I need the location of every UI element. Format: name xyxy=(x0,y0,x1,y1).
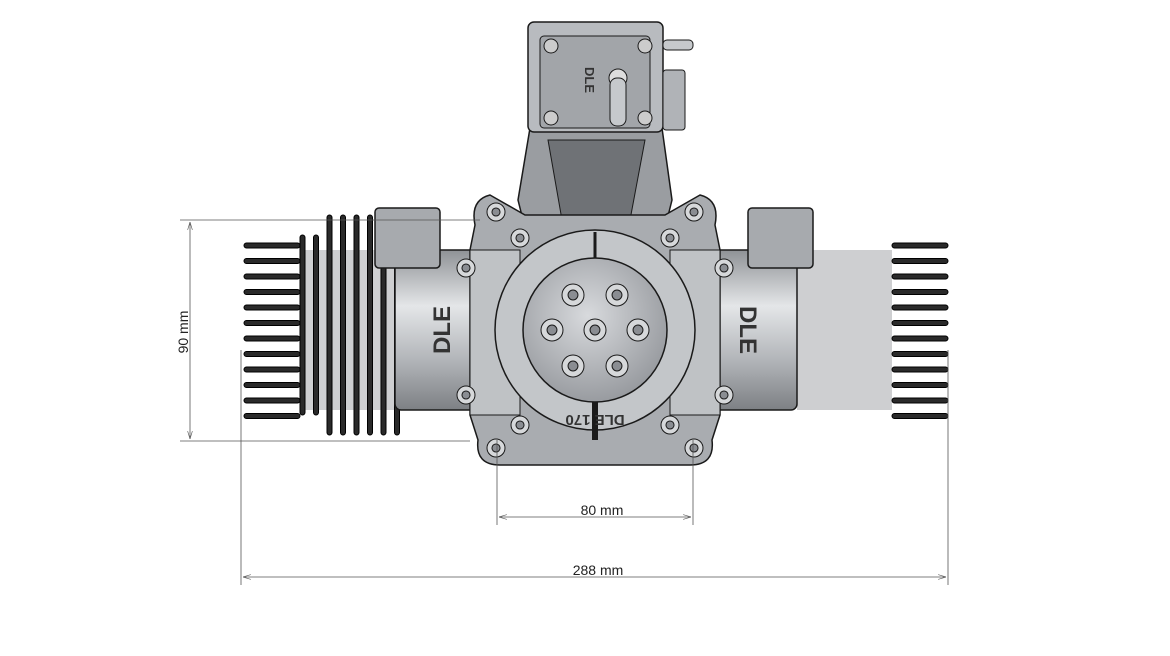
bolt-head xyxy=(461,390,471,400)
cooling-fin xyxy=(299,234,306,416)
bolt-icon xyxy=(684,202,704,222)
dimension-height-label: 90 mm xyxy=(175,311,191,354)
cooling-fin xyxy=(891,397,949,404)
fin-backing xyxy=(797,250,892,410)
bolts xyxy=(456,202,734,458)
right-cylinder: DLE xyxy=(711,207,814,411)
bolt-icon xyxy=(684,438,704,458)
cooling-fin xyxy=(367,214,373,436)
bolt-head xyxy=(689,207,699,217)
screw-icon xyxy=(543,38,559,54)
cooling-fin xyxy=(243,258,301,264)
dimension-height xyxy=(180,219,480,442)
cooling-fin xyxy=(313,234,319,416)
dimension-overall-width-label: 288 mm xyxy=(573,562,624,578)
right-spark-plug-boss xyxy=(747,207,814,269)
dimension-mount-width xyxy=(496,440,694,525)
dimension-overall-width xyxy=(240,350,949,585)
bolt-icon xyxy=(561,283,585,307)
cooling-fin xyxy=(891,320,949,326)
cooling-fin xyxy=(340,214,346,436)
left-cylinder: DLE xyxy=(374,207,481,411)
cooling-fin xyxy=(243,304,301,311)
fuel-nipple xyxy=(662,39,694,51)
cooling-fin xyxy=(243,413,301,419)
bolt-head xyxy=(461,263,471,273)
cooling-fin xyxy=(243,366,301,373)
cooling-fin xyxy=(891,258,949,264)
screw-icon xyxy=(637,110,653,126)
bolt-icon xyxy=(456,385,476,405)
cooling-fin xyxy=(243,289,301,295)
bolt-head xyxy=(515,420,525,430)
bolt-icon xyxy=(714,385,734,405)
bolt-icon xyxy=(714,258,734,278)
bolt-icon xyxy=(456,258,476,278)
bolt-icon xyxy=(540,318,564,342)
bolt-icon xyxy=(660,228,680,248)
cooling-fin xyxy=(891,366,949,373)
bolt-icon xyxy=(583,318,607,342)
cooling-fin xyxy=(243,320,301,326)
cooling-fin xyxy=(243,335,301,342)
left-cylinder-brand: DLE xyxy=(429,306,456,354)
bolt-icon xyxy=(510,228,530,248)
dimension-mount-width-label: 80 mm xyxy=(581,502,624,518)
carburetor-brand: DLE xyxy=(582,67,597,93)
left-spark-plug-boss xyxy=(374,207,441,269)
cooling-fin xyxy=(891,289,949,295)
cooling-fin xyxy=(891,304,949,311)
bolt-head xyxy=(567,360,579,372)
bolt-head xyxy=(567,289,579,301)
intake-shadow xyxy=(547,139,646,221)
cooling-fin xyxy=(891,382,949,388)
cooling-fin xyxy=(243,397,301,404)
screw-icon xyxy=(637,38,653,54)
right-cylinder-brand: DLE xyxy=(734,306,761,354)
cooling-fin xyxy=(891,273,949,280)
bolt-head xyxy=(611,289,623,301)
cooling-fin xyxy=(353,214,360,436)
cooling-fin xyxy=(891,242,949,249)
bolt-head xyxy=(632,324,644,336)
bolt-icon xyxy=(486,202,506,222)
cooling-fin xyxy=(891,351,949,357)
bolt-head xyxy=(546,324,558,336)
bolt-head xyxy=(611,360,623,372)
cooling-fin xyxy=(891,413,949,419)
bolt-head xyxy=(589,324,601,336)
cooling-fin xyxy=(326,214,333,436)
carburetor: DLE xyxy=(527,21,694,133)
bolt-head xyxy=(665,420,675,430)
bolt-icon xyxy=(660,415,680,435)
cooling-fin xyxy=(243,242,301,249)
bolt-icon xyxy=(486,438,506,458)
bolt-head xyxy=(689,443,699,453)
bolt-icon xyxy=(605,283,629,307)
cooling-fin xyxy=(891,335,949,342)
bolt-head xyxy=(719,390,729,400)
cooling-fin xyxy=(243,273,301,280)
cooling-fin xyxy=(243,382,301,388)
bolt-icon xyxy=(605,354,629,378)
screw-icon xyxy=(543,110,559,126)
bolt-head xyxy=(491,207,501,217)
bolt-head xyxy=(491,443,501,453)
bolt-icon xyxy=(626,318,650,342)
throttle-arm xyxy=(609,77,627,127)
cooling-fin xyxy=(243,351,301,357)
bolt-head xyxy=(515,233,525,243)
bolt-icon xyxy=(561,354,585,378)
bolt-head xyxy=(665,233,675,243)
carburetor-side-bracket xyxy=(662,69,686,131)
crankcase-marking: DLE 170 xyxy=(565,411,624,428)
bolt-icon xyxy=(510,415,530,435)
bolt-head xyxy=(719,263,729,273)
